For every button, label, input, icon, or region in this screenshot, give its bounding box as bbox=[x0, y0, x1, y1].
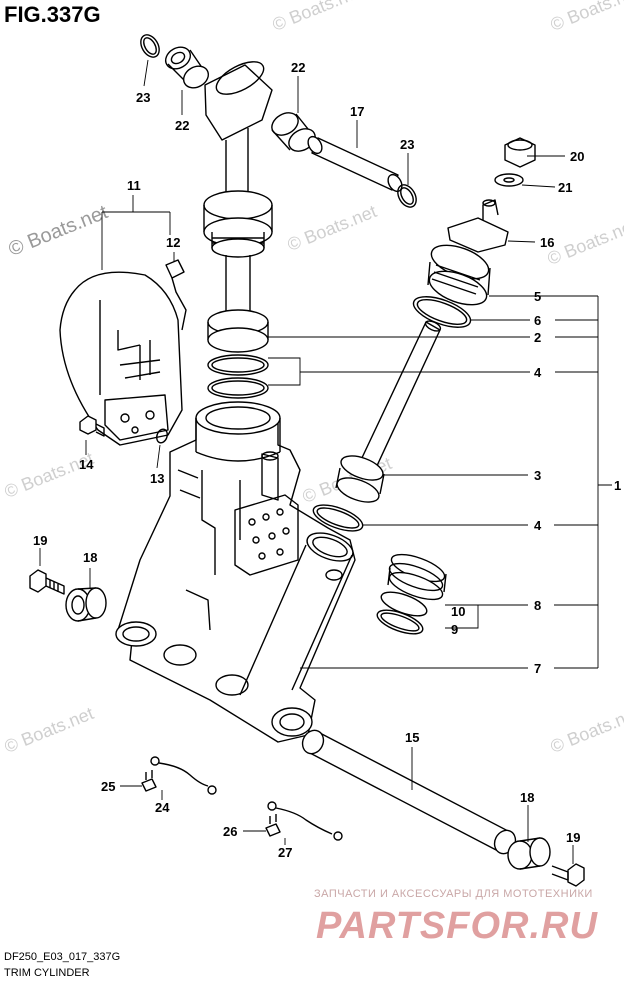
callout: 20 bbox=[570, 149, 584, 164]
figure-name: TRIM CYLINDER bbox=[4, 967, 90, 979]
o-ring-4-upper bbox=[207, 354, 269, 399]
seal-2 bbox=[207, 309, 269, 353]
o-ring-6 bbox=[412, 296, 472, 328]
bolt-14 bbox=[79, 415, 105, 437]
callout: 27 bbox=[278, 845, 292, 860]
clip-12 bbox=[165, 259, 187, 331]
screw-26 bbox=[265, 814, 281, 837]
piston-3 bbox=[335, 455, 385, 503]
callout: 24 bbox=[155, 800, 170, 815]
callout: 6 bbox=[534, 313, 541, 328]
callout: 19 bbox=[33, 533, 47, 548]
callout: 3 bbox=[534, 468, 541, 483]
callout: 18 bbox=[83, 550, 97, 565]
callout: 7 bbox=[534, 661, 541, 676]
callout: 11 bbox=[127, 178, 141, 193]
callout: 4 bbox=[534, 365, 542, 380]
valve-8 bbox=[387, 553, 447, 601]
callout: 23 bbox=[400, 137, 414, 152]
gland-nut bbox=[203, 190, 273, 318]
partsfor-logo: PARTSFOR.RU bbox=[316, 905, 598, 946]
callout: 10 bbox=[451, 604, 465, 619]
shaft-15 bbox=[301, 729, 517, 855]
callout: 18 bbox=[520, 790, 534, 805]
bolt-19-right bbox=[551, 863, 585, 887]
piston-rod bbox=[359, 320, 442, 471]
callout: 1 bbox=[614, 478, 621, 493]
cylinder-cap-5 bbox=[427, 244, 491, 306]
callout: 4 bbox=[534, 518, 542, 533]
logo-tagline: ЗАПЧАСТИ И АКСЕССУАРЫ ДЛЯ МОТОТЕХНИКИ bbox=[314, 888, 593, 900]
callout: 12 bbox=[166, 235, 180, 250]
o-ring-9 bbox=[376, 609, 424, 635]
callouts: 23 22 22 17 23 20 21 16 11 12 5 6 2 4 3 … bbox=[33, 60, 621, 860]
callout: 17 bbox=[350, 104, 364, 119]
callout: 21 bbox=[558, 180, 572, 195]
cover-11 bbox=[59, 271, 183, 446]
callout: 9 bbox=[451, 622, 458, 637]
figure-code: DF250_E03_017_337G bbox=[4, 951, 121, 963]
leader-lines bbox=[39, 59, 612, 864]
bushing-18-left bbox=[65, 587, 107, 622]
circlip-23-lower bbox=[397, 184, 417, 208]
callout: 13 bbox=[150, 471, 164, 486]
callout: 23 bbox=[136, 90, 150, 105]
nut-20 bbox=[504, 137, 536, 168]
ground-lead-24 bbox=[150, 756, 217, 795]
rod-eye bbox=[204, 61, 273, 205]
cylinder-body-7 bbox=[115, 401, 356, 743]
pin-17 bbox=[307, 135, 403, 193]
bushing-18-right bbox=[507, 837, 551, 870]
callout: 5 bbox=[534, 289, 541, 304]
logo-brand: PARTSFOR.RU bbox=[316, 905, 598, 946]
figure-title: FIG.337G bbox=[4, 2, 101, 27]
callout: 26 bbox=[223, 824, 237, 839]
washer-13 bbox=[156, 428, 168, 444]
callout: 16 bbox=[540, 235, 554, 250]
bushing-22-left bbox=[164, 46, 210, 89]
callout: 15 bbox=[405, 730, 419, 745]
o-ring-4-lower bbox=[312, 504, 364, 532]
callout: 22 bbox=[175, 118, 189, 133]
callout: 14 bbox=[79, 457, 94, 472]
valve-16 bbox=[447, 199, 509, 253]
callout: 8 bbox=[534, 598, 541, 613]
circlip-23-upper bbox=[140, 34, 160, 58]
ground-lead-27 bbox=[267, 801, 343, 841]
callout: 2 bbox=[534, 330, 541, 345]
callout: 22 bbox=[291, 60, 305, 75]
screw-25 bbox=[141, 770, 157, 792]
callout: 19 bbox=[566, 830, 580, 845]
callout: 25 bbox=[101, 779, 115, 794]
bolt-19-left bbox=[29, 569, 65, 595]
washer-21 bbox=[494, 173, 524, 187]
